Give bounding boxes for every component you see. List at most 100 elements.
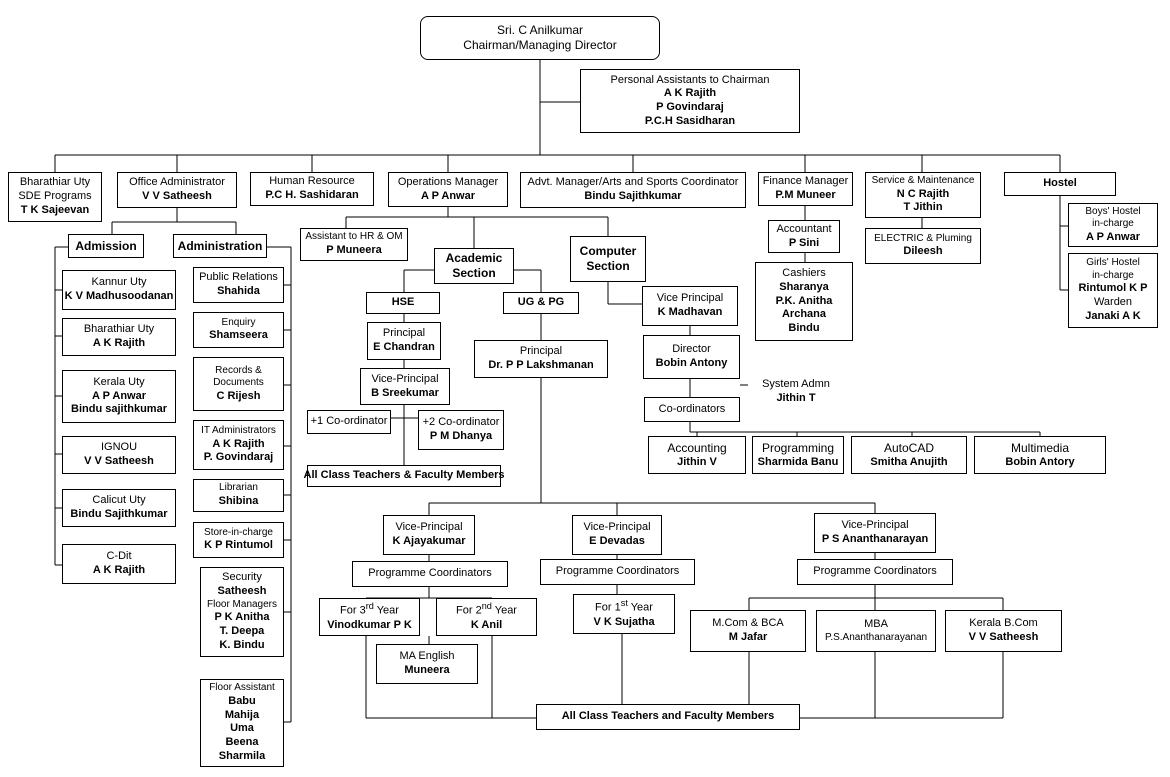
ug-principal-title: Principal: [519, 345, 563, 358]
bharathiar-title: Bharathiar Uty: [83, 323, 155, 336]
third-year-name: Vinodkumar P K: [327, 618, 412, 631]
girls-hostel-line1: Girls' Hostel: [1086, 257, 1140, 269]
hse-vp-title: Vice-Principal: [371, 372, 439, 385]
floor-managers-title: Floor Managers: [206, 598, 278, 610]
all-teachers-title: All Class Teachers and Faculty Members: [561, 710, 775, 723]
vice-principal-box: Vice-Principal K Ajayakumar: [383, 515, 475, 555]
floor-assistant-name: Sharmila: [218, 749, 266, 762]
girls-hostel-line2: in-charge: [1092, 269, 1134, 281]
vice-principal-box: Vice-Principal P S Ananthanarayan: [814, 513, 936, 553]
first-year-name: V K Sujatha: [593, 615, 655, 628]
store-title: Store-in-charge: [204, 526, 273, 538]
cdit-name: A K Rajith: [92, 564, 146, 576]
kerala-name: Bindu sajithkumar: [71, 403, 167, 416]
hse-principal-box: Principal E Chandran: [367, 322, 441, 360]
office-admin-title: Office Administrator: [129, 176, 225, 189]
cs-coordinators-box: Co-ordinators: [644, 397, 740, 422]
first-year-box: For 1st Year V K Sujatha: [573, 594, 675, 634]
second-year-box: For 2nd Year K Anil: [436, 598, 537, 636]
records-line1: Records &: [215, 364, 262, 376]
coord1-title: +1 Co-ordinator: [310, 415, 388, 428]
accountant-title: Accountant: [776, 222, 832, 235]
service-title: Service & Maintenance: [871, 175, 975, 186]
pa-name: P.C.H Sasidharan: [644, 114, 736, 127]
ops-name: A P Anwar: [421, 189, 475, 202]
computer-line1: Computer: [579, 244, 637, 258]
boys-hostel-line2: in-charge: [1092, 218, 1134, 230]
it-admin-name: P. Govindaraj: [203, 451, 274, 464]
boys-hostel-box: Boys' Hostel in-charge A P Anwar: [1068, 203, 1158, 247]
all-teachers-box: All Class Teachers and Faculty Members: [536, 704, 800, 730]
finance-manager-box: Finance Manager P.M Muneer: [758, 172, 853, 206]
cashiers-box: Cashiers Sharanya P.K. Anitha Archana Bi…: [755, 262, 853, 341]
personal-assistants-box: Personal Assistants to Chairman A K Raji…: [580, 69, 800, 133]
hse-teachers-box: All Class Teachers & Faculty Members: [304, 465, 504, 487]
programming-name: Sharmida Banu: [757, 455, 839, 468]
programme-coordinators-box: Programme Coordinators: [352, 561, 508, 587]
calicut-title: Calicut Uty: [92, 494, 146, 507]
kerala-title: Kerala Uty: [93, 375, 145, 388]
kerala-bcom-box: Kerala B.Com V V Satheesh: [945, 610, 1062, 652]
third-year-box: For 3rd Year Vinodkumar P K: [319, 598, 420, 636]
mcom-name: M Jafar: [728, 631, 768, 643]
cashier-name: Sharanya: [779, 280, 829, 293]
service-maintenance-box: Service & Maintenance N C Rajith T Jithi…: [865, 172, 981, 218]
cs-vp-name: K Madhavan: [657, 306, 723, 318]
finance-title: Finance Manager: [762, 175, 849, 188]
ma-english-name: Muneera: [404, 664, 450, 676]
kannur-title: Kannur Uty: [91, 276, 147, 289]
computer-section-box: Computer Section: [570, 236, 646, 282]
librarian-name: Shibina: [218, 494, 259, 507]
floor-manager-name: T. Deepa: [219, 625, 265, 638]
calicut-uty-box: Calicut Uty Bindu Sajithkumar: [62, 489, 176, 527]
hse-principal-name: E Chandran: [373, 341, 435, 353]
records-name: C Rijesh: [216, 389, 261, 402]
system-admin-box: System Admn Jithin T: [748, 375, 844, 409]
bharathiar-sde-box: Bharathiar Uty SDE Programs T K Sajeevan: [8, 172, 102, 222]
boys-hostel-name: A P Anwar: [1086, 230, 1140, 243]
multimedia-box: Multimedia Bobin Antory: [974, 436, 1106, 474]
pa-name: A K Rajith: [663, 87, 717, 100]
sysadmin-title: System Admn: [762, 378, 830, 391]
admission-title: Admission: [75, 238, 137, 253]
ignou-title: IGNOU: [100, 441, 138, 454]
calicut-name: Bindu Sajithkumar: [70, 508, 168, 520]
enquiry-name: Shamseera: [209, 329, 268, 342]
vp2-title: Vice-Principal: [583, 521, 651, 534]
it-administrators-box: IT Administrators A K Rajith P. Govindar…: [193, 420, 284, 470]
electric-name: Dileesh: [903, 245, 943, 258]
chairman-title: Chairman/Managing Director: [463, 38, 617, 52]
records-line2: Documents: [213, 377, 264, 389]
librarian-title: Librarian: [219, 482, 258, 494]
cdit-box: C-Dit A K Rajith: [62, 544, 176, 584]
records-box: Records & Documents C Rijesh: [193, 357, 284, 411]
service-name: T Jithin: [903, 201, 943, 214]
hse-box: HSE: [366, 292, 440, 314]
human-resource-box: Human Resource P.C H. Sashidaran: [250, 172, 374, 206]
kannur-uty-box: Kannur Uty K V Madhusoodanan: [62, 270, 176, 310]
second-year-title: For 2nd Year: [456, 601, 517, 618]
mba-name: P.S.Ananthanarayanan: [824, 631, 928, 643]
it-admin-title: IT Administrators: [201, 425, 276, 436]
advt-manager-box: Advt. Manager/Arts and Sports Coordinato…: [520, 172, 746, 208]
pr-name: Shahida: [217, 285, 260, 297]
hr-name: P.C H. Sashidaran: [265, 189, 359, 201]
mba-title: MBA: [864, 617, 888, 630]
girls-hostel-box: Girls' Hostel in-charge Rintumol K P War…: [1068, 253, 1158, 328]
accounting-title: Accounting: [667, 440, 727, 455]
vp1-title: Vice-Principal: [395, 521, 463, 534]
kerala-bcom-title: Kerala B.Com: [969, 617, 1038, 630]
kerala-name: A P Anwar: [92, 389, 146, 402]
chairman-box: Sri. C Anilkumar Chairman/Managing Direc…: [420, 16, 660, 60]
accounting-box: Accounting Jithin V: [648, 436, 746, 474]
bharathiar-sde-line2: SDE Programs: [18, 190, 92, 203]
cs-director-name: Bobin Antony: [655, 357, 728, 369]
third-year-title: For 3rd Year: [340, 601, 399, 618]
chairman-name: Sri. C Anilkumar: [496, 23, 584, 37]
mba-box: MBA P.S.Ananthanarayanan: [816, 610, 936, 652]
floor-assistant-title: Floor Assistant: [209, 682, 275, 694]
floor-manager-name: K. Bindu: [219, 638, 265, 651]
vp1-name: K Ajayakumar: [392, 535, 466, 547]
ug-principal-name: Dr. P P Lakshmanan: [488, 359, 594, 371]
